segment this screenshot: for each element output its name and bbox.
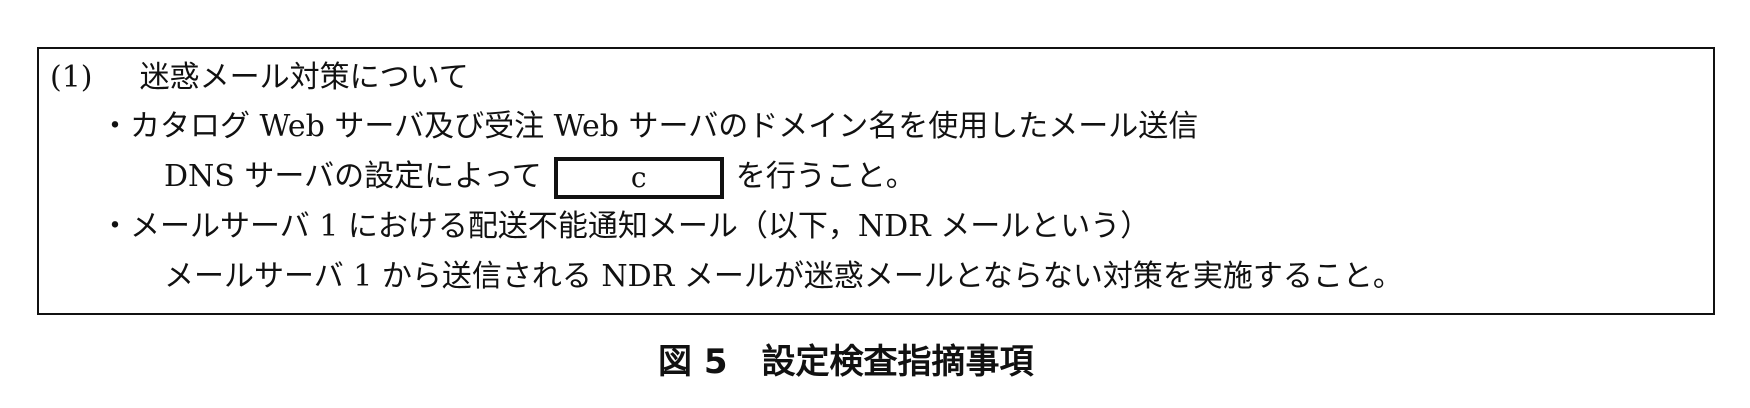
bullet: ・ xyxy=(100,109,130,144)
figure-caption: 図 5 設定検査指摘事項 xyxy=(658,342,1034,382)
section-number: (1) xyxy=(50,60,93,95)
section-title: 迷惑メール対策について xyxy=(139,60,469,95)
list-item: ・カタログ Web サーバ及び受注 Web サーバのドメイン名を使用したメール送… xyxy=(100,109,1198,145)
item-title: メールサーバ 1 における配送不能通知メール（以下，NDR メールという） xyxy=(130,209,1151,244)
item-body: DNS サーバの設定によって c を行うこと。 xyxy=(164,157,916,199)
body-text: を行うこと。 xyxy=(735,159,916,194)
figure-title: 設定検査指摘事項 xyxy=(761,342,1034,382)
bullet: ・ xyxy=(100,209,130,244)
item-body: メールサーバ 1 から送信される NDR メールが迷惑メールとならない対策を実施… xyxy=(164,259,1403,295)
section-heading: (1) 迷惑メール対策について xyxy=(50,60,469,96)
item-title: カタログ Web サーバ及び受注 Web サーバのドメイン名を使用したメール送信 xyxy=(130,109,1199,144)
body-text: DNS サーバの設定によって xyxy=(164,159,542,194)
list-item: ・メールサーバ 1 における配送不能通知メール（以下，NDR メールという） xyxy=(100,209,1150,245)
figure-number: 図 5 xyxy=(658,342,728,382)
answer-blank-c: c xyxy=(553,157,724,199)
body-text: メールサーバ 1 から送信される NDR メールが迷惑メールとならない対策を実施… xyxy=(164,259,1403,294)
figure-box xyxy=(37,47,1715,315)
